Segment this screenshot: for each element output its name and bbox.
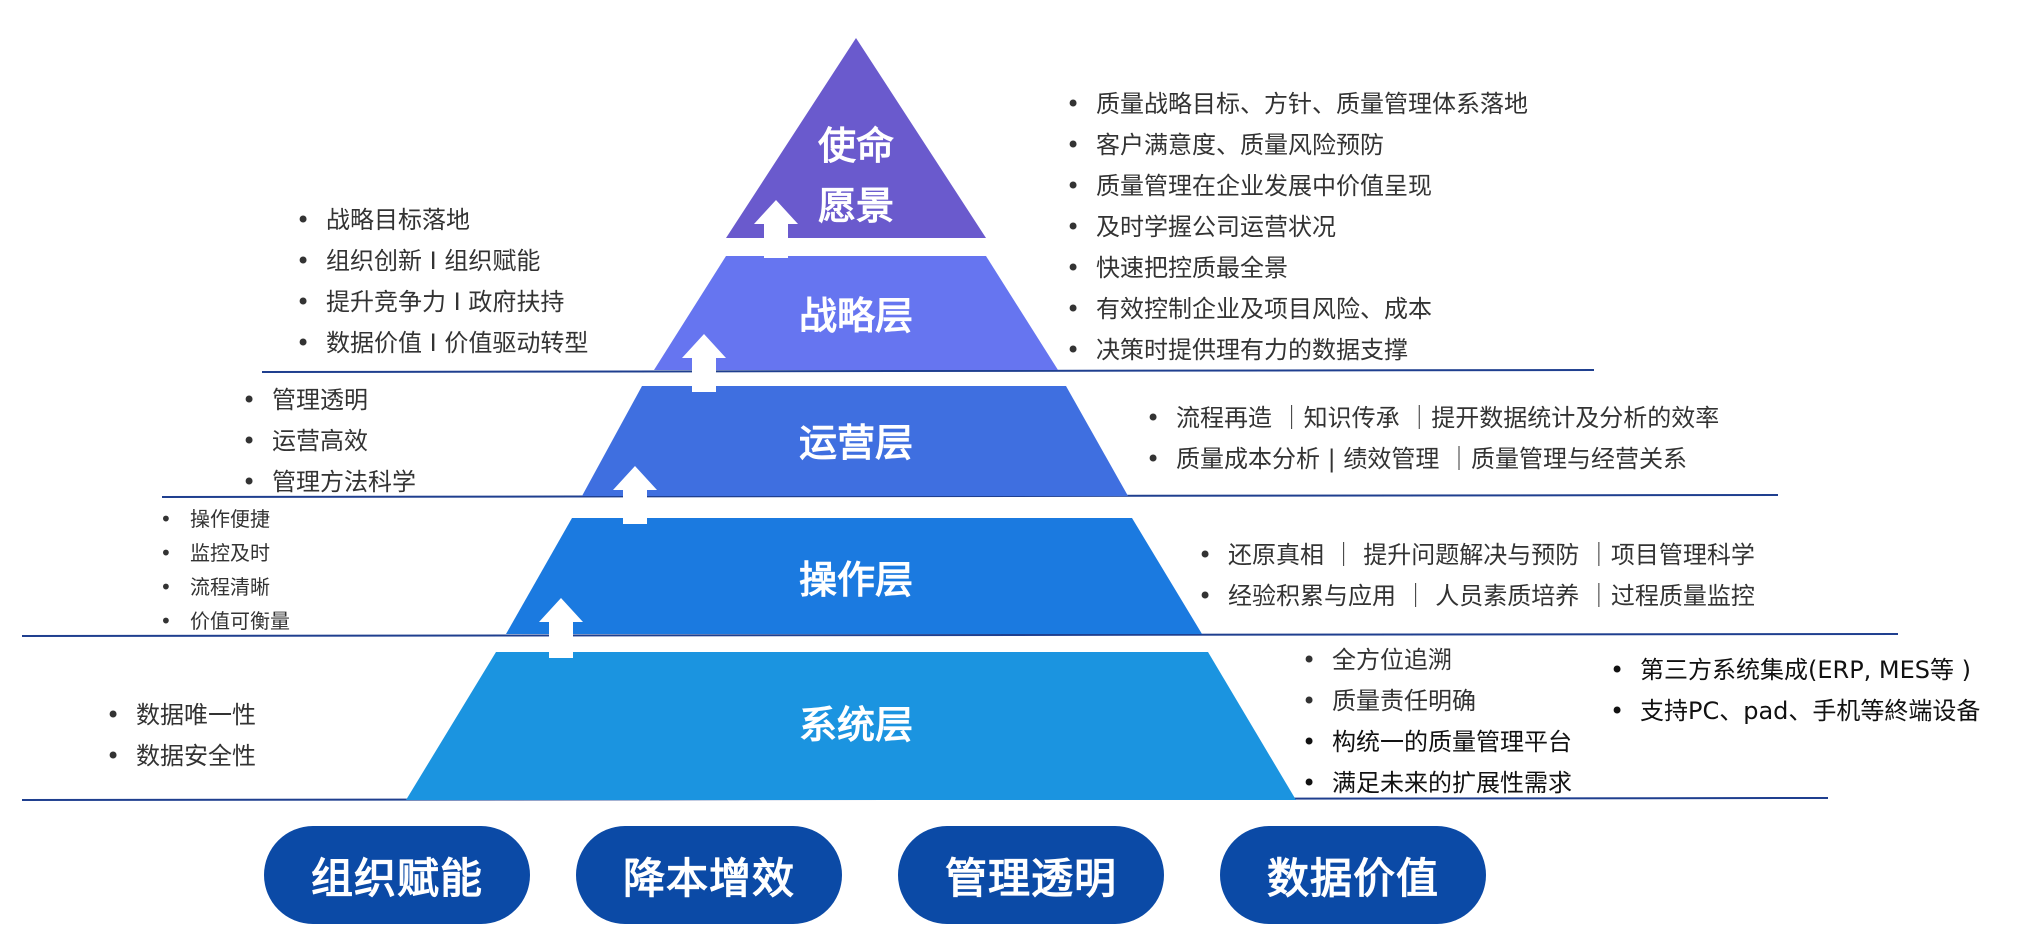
list-item: 操作便捷 <box>158 502 290 536</box>
operations-right-notes: 流程再造 ｜知识传承 ｜提开数据统计及分析的效率 质量成本分析 | 绩效管理 ｜… <box>1144 398 1719 480</box>
tier-strategy-label: 战略层 <box>799 294 913 338</box>
list-item: 质量成本分析 | 绩效管理 ｜质量管理与经营关系 <box>1144 439 1719 480</box>
list-item: 经验积累与应用 ｜ 人员素质培养 ｜过程质量监控 <box>1196 576 1755 617</box>
tier-operations-label: 运营层 <box>799 421 913 465</box>
list-item: 构统一的质量管理平台 <box>1300 722 1572 763</box>
tier-system-label: 系统层 <box>799 703 913 747</box>
list-item: 战略目标落地 <box>294 200 588 241</box>
operation-left-notes: 操作便捷 监控及时 流程清晰 价值可衡量 <box>158 502 290 638</box>
list-item: 第三方系统集成(ERP, MES等 ) <box>1608 650 1980 691</box>
list-item: 数据唯一性 <box>104 695 256 736</box>
list-item: 质量战略目标、方针、质量管理体系落地 <box>1064 84 1528 125</box>
tier-strategy <box>654 256 1058 370</box>
system-right-notes-a: 全方位追溯 质量责任明确 构统一的质量管理平台 满足未来的扩展性需求 <box>1300 640 1572 804</box>
list-item: 快速把控质最全景 <box>1064 248 1528 289</box>
tier-mission-label-2: 愿景 <box>818 184 894 228</box>
mission-notes: 质量战略目标、方针、质量管理体系落地 客户满意度、质量风险预防 质量管理在企业发… <box>1064 84 1528 371</box>
tier-mission <box>726 38 986 238</box>
tier-operations <box>582 386 1128 496</box>
list-item: 价值可衡量 <box>158 604 290 638</box>
pill-management-transparency: 管理透明 <box>898 826 1164 924</box>
list-item: 及时学握公司运营状况 <box>1064 207 1528 248</box>
up-arrow-icon <box>754 200 798 258</box>
tier-mission-label-1: 使命 <box>818 124 894 168</box>
list-item: 支持PC、pad、手机等終端设备 <box>1608 691 1980 732</box>
list-item: 数据价值 I 价值驱动转型 <box>294 323 588 364</box>
list-item: 全方位追溯 <box>1300 640 1572 681</box>
list-item: 提升竞争力 I 政府扶持 <box>294 282 588 323</box>
strategy-left-notes: 战略目标落地 组织创新 I 组织赋能 提升竞争力 I 政府扶持 数据价值 I 价… <box>294 200 588 364</box>
pill-cost-efficiency: 降本增效 <box>576 826 842 924</box>
up-arrow-icon <box>539 598 583 658</box>
system-left-notes: 数据唯一性 数据安全性 <box>104 695 256 777</box>
list-item: 质量责任明确 <box>1300 681 1572 722</box>
tier-system <box>406 652 1296 800</box>
list-item: 还原真相 ｜ 提升问题解决与预防 ｜项目管理科学 <box>1196 535 1755 576</box>
list-item: 流程再造 ｜知识传承 ｜提开数据统计及分析的效率 <box>1144 398 1719 439</box>
tier-operation-label: 操作层 <box>799 558 913 602</box>
list-item: 组织创新 I 组织赋能 <box>294 241 588 282</box>
up-arrow-icon <box>682 334 726 392</box>
list-item: 流程清晰 <box>158 570 290 604</box>
list-item: 管理方法科学 <box>240 462 416 503</box>
list-item: 运营高效 <box>240 421 416 462</box>
list-item: 质量管理在企业发展中价值呈现 <box>1064 166 1528 207</box>
separator-line-3 <box>21 633 1899 637</box>
pill-org-empowerment: 组织赋能 <box>264 826 530 924</box>
up-arrow-icon <box>613 466 657 524</box>
system-right-notes-b: 第三方系统集成(ERP, MES等 ) 支持PC、pad、手机等終端设备 <box>1608 650 1980 732</box>
tier-operation <box>506 518 1202 634</box>
list-item: 管理透明 <box>240 380 416 421</box>
list-item: 满足未来的扩展性需求 <box>1300 763 1572 804</box>
list-item: 有效控制企业及项目风险、成本 <box>1064 289 1528 330</box>
operation-right-notes: 还原真相 ｜ 提升问题解决与预防 ｜项目管理科学 经验积累与应用 ｜ 人员素质培… <box>1196 535 1755 617</box>
list-item: 数据安全性 <box>104 736 256 777</box>
list-item: 监控及时 <box>158 536 290 570</box>
list-item: 决策时提供理有力的数据支撑 <box>1064 330 1528 371</box>
operations-left-notes: 管理透明 运营高效 管理方法科学 <box>240 380 416 503</box>
list-item: 客户满意度、质量风险预防 <box>1064 125 1528 166</box>
pill-data-value: 数据价值 <box>1220 826 1486 924</box>
